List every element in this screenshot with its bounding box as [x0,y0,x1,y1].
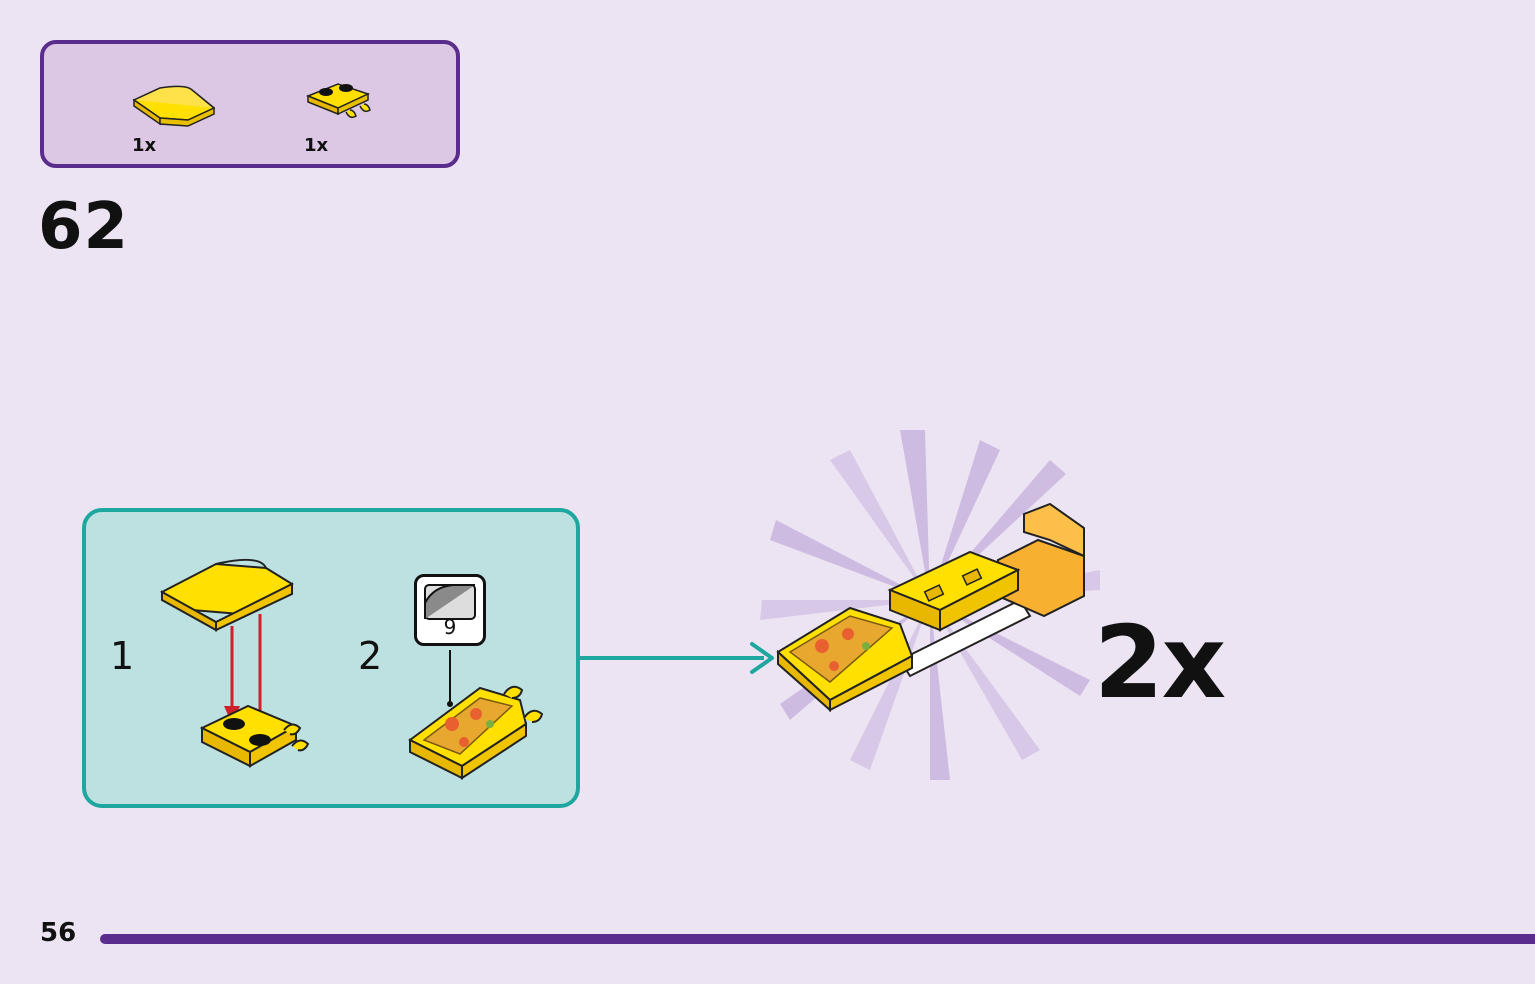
completed-model-illustration [760,430,1100,780]
part-plate-clips: 1x [302,66,402,156]
sticker-number: 9 [443,615,457,639]
substep-number: 2 [358,634,383,678]
plate-with-clips-brick-icon [305,83,371,119]
part-curved-slope: 1x [130,66,230,156]
build-multiplier: 2x [1094,604,1226,721]
connector-arrow [578,642,774,674]
sticker-sheet-icon [424,584,476,620]
substep-box: 1 2 9 [82,508,580,808]
part-quantity: 1x [132,135,157,156]
parts-list-box: 1x 1x [40,40,460,168]
curved-slope-brick-icon [132,85,216,127]
page-footer-bar [100,934,1535,944]
page-number: 56 [40,918,77,948]
substep-2-sticker-applied-illustration [408,650,544,780]
substep-number: 1 [110,634,135,678]
part-quantity: 1x [304,135,329,156]
substep-1-assembly-illustration [159,558,310,768]
step-number: 62 [38,190,130,264]
sticker-callout: 9 [414,574,486,646]
